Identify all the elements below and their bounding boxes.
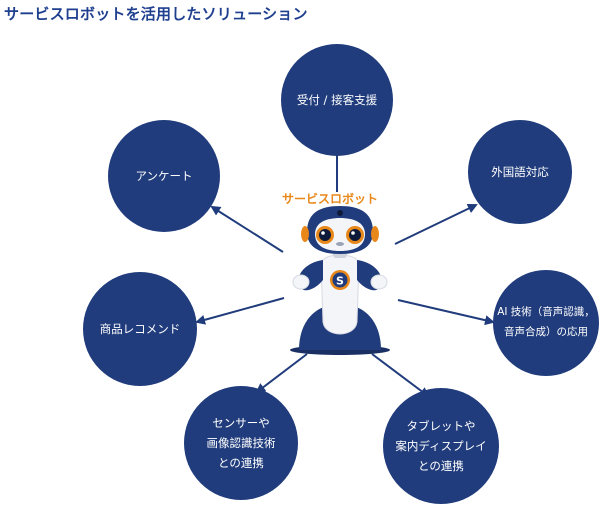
node-ai-line-1: AI 技術（音声認識，: [497, 306, 595, 319]
page-title: サービスロボットを活用したソリューション: [4, 5, 308, 23]
node-sensor-image: センサーや 画像認識技術 との連携: [184, 386, 298, 500]
robot-left-hand: [292, 274, 310, 290]
robot-right-hand: [370, 274, 388, 290]
node-reception-label: 受付 / 接客支援: [296, 92, 378, 107]
robot-badge-letter: S: [336, 275, 344, 288]
arrow-to-multilingual: [394, 203, 478, 245]
node-multilingual: 外国語対応: [468, 120, 572, 224]
node-tablet-line-2: 案内ディスプレイ: [395, 438, 487, 453]
node-multilingual-label: 外国語対応: [491, 164, 549, 179]
robot-mouth: [336, 242, 344, 246]
robot-right-ear: [371, 226, 379, 242]
node-sensor-line-2: 画像認識技術: [206, 435, 276, 450]
node-survey: アンケート: [108, 120, 220, 232]
arrow-to-survey: [210, 205, 284, 253]
robot-body: [320, 254, 360, 335]
node-product-recommend: 商品レコメンド: [83, 272, 197, 386]
node-survey-label: アンケート: [135, 168, 193, 183]
arrow-to-ai: [397, 299, 495, 326]
node-ai-line-2: 音声合成）の応用: [504, 326, 588, 338]
node-ai-technology: AI 技術（音声認識， 音声合成）の応用: [493, 270, 599, 376]
node-recommend-label: 商品レコメンド: [99, 321, 181, 336]
center-label: サービスロボット: [282, 192, 379, 206]
robot-left-ear: [301, 226, 309, 242]
arrow-to-tablet: [371, 353, 430, 398]
node-reception: 受付 / 接客支援: [281, 44, 393, 156]
node-tablet-display: タブレットや 案内ディスプレイ との連携: [383, 388, 499, 504]
node-sensor-line-3: との連携: [218, 456, 264, 471]
node-tablet-line-3: との連携: [418, 459, 464, 474]
node-sensor-line-1: センサーや: [212, 415, 270, 430]
arrow-to-recommend: [195, 297, 285, 325]
robot-forehead-sensor: [337, 210, 343, 216]
node-tablet-line-1: タブレットや: [406, 418, 476, 433]
service-robot-illustration: S: [290, 206, 390, 355]
arrow-to-sensor: [255, 353, 308, 394]
